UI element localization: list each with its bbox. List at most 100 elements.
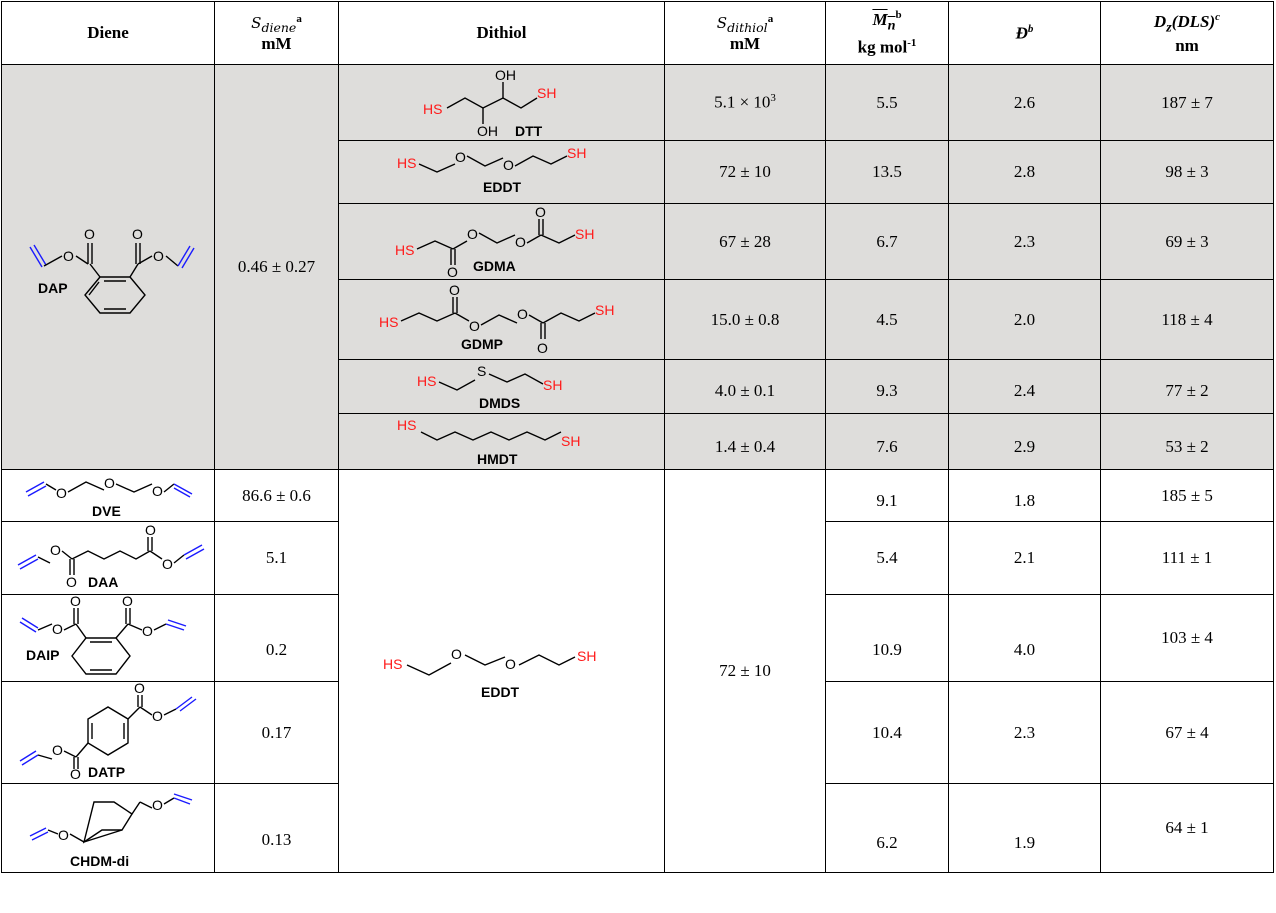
header-row: Diene Sdienea mM Dithiol Sdithiola mM Mn… — [1, 1, 1274, 65]
svg-text:DAIP: DAIP — [26, 647, 59, 663]
table-row: O O O O DATP 0.17 10.4 2.3 67 ± 4 — [1, 680, 1274, 784]
svg-text:O: O — [66, 574, 77, 590]
dmds-structure: HS S SH DMDS — [417, 363, 562, 411]
table-row: O O O O DAIP 0.2 10.9 4.0 103 ± 4 — [1, 593, 1274, 682]
s-dithiol-cell: 15.0 ± 0.8 — [664, 279, 826, 360]
svg-text:DMDS: DMDS — [479, 395, 520, 411]
dve-structure: O O O DVE — [25, 475, 193, 519]
svg-text:O: O — [517, 306, 528, 322]
svg-text:O: O — [152, 708, 163, 724]
svg-text:O: O — [70, 593, 81, 609]
dithiol-cell: HS O O SH EDDT — [338, 140, 665, 204]
svg-text:SH: SH — [575, 226, 594, 242]
eddt-structure: HS O O SH EDDT — [397, 145, 586, 195]
s-dithiol-cell: 5.1 × 103 — [664, 64, 826, 141]
s-diene-cell: 0.13 — [214, 783, 339, 873]
svg-text:O: O — [451, 646, 462, 662]
table-row: O O O O DAA 5.1 5.4 2.1 111 ± 1 — [1, 521, 1274, 595]
eddt-structure-large: HS O O SH EDDT — [383, 646, 596, 700]
svg-text:O: O — [162, 556, 173, 572]
svg-text:O: O — [52, 621, 63, 637]
dz-cell: 67 ± 4 — [1100, 681, 1274, 784]
svg-text:CHDM-di: CHDM-di — [70, 853, 129, 869]
s-dithiol-cell: 1.4 ± 0.4 — [664, 413, 826, 470]
svg-text:SH: SH — [595, 302, 614, 318]
dispersity-cell: 2.3 — [948, 203, 1101, 280]
mn-cell: 9.1 — [825, 469, 949, 522]
svg-text:O: O — [447, 264, 458, 280]
dtt-structure: HS OH OH SH DTT — [423, 67, 556, 139]
dithiol-cell: HS S SH DMDS — [338, 359, 665, 414]
dispersity-cell: 2.4 — [948, 359, 1101, 414]
diene-cell: O O O DVE — [1, 469, 215, 522]
svg-text:O: O — [455, 149, 466, 165]
svg-text:SH: SH — [577, 648, 596, 664]
svg-text:O: O — [145, 522, 156, 538]
svg-text:HS: HS — [395, 242, 414, 258]
svg-text:OH: OH — [495, 67, 516, 83]
dispersity-cell: 1.9 — [948, 783, 1101, 873]
dz-cell: 111 ± 1 — [1100, 521, 1274, 595]
dispersity-cell: 2.0 — [948, 279, 1101, 360]
svg-text:EDDT: EDDT — [481, 684, 520, 700]
mn-cell: 6.2 — [825, 783, 949, 873]
dispersity-cell: 2.8 — [948, 140, 1101, 204]
dz-cell: 98 ± 3 — [1100, 140, 1274, 204]
svg-text:DTT: DTT — [515, 123, 543, 139]
svg-text:SH: SH — [543, 377, 562, 393]
gdma-structure: HS O O O O SH GDMA — [395, 204, 594, 280]
mn-cell: 7.6 — [825, 413, 949, 470]
svg-text:SH: SH — [561, 433, 580, 449]
svg-text:DAA: DAA — [88, 574, 118, 590]
header-dithiol: Dithiol — [338, 1, 665, 65]
dz-cell: 185 ± 5 — [1100, 469, 1274, 522]
s-diene-cell: 0.46 ± 0.27 — [214, 64, 339, 470]
svg-text:DATP: DATP — [88, 764, 125, 780]
dispersity-cell: 2.1 — [948, 521, 1101, 595]
mn-cell: 13.5 — [825, 140, 949, 204]
s-diene-cell: 5.1 — [214, 521, 339, 595]
svg-text:O: O — [449, 282, 460, 298]
svg-text:O: O — [153, 248, 164, 264]
mn-cell: 10.9 — [825, 594, 949, 682]
s-dithiol-cell: 67 ± 28 — [664, 203, 826, 280]
s-diene-cell: 0.17 — [214, 681, 339, 784]
svg-text:GDMP: GDMP — [461, 336, 503, 352]
svg-text:O: O — [134, 680, 145, 696]
svg-text:O: O — [469, 318, 480, 334]
svg-text:HS: HS — [397, 155, 416, 171]
dispersity-cell: 4.0 — [948, 594, 1101, 682]
svg-text:O: O — [505, 656, 516, 672]
svg-text:HS: HS — [379, 314, 398, 330]
s-dithiol-cell: 4.0 ± 0.1 — [664, 359, 826, 414]
mn-cell: 5.5 — [825, 64, 949, 141]
dispersity-cell: 2.9 — [948, 413, 1101, 470]
gdmp-structure: HS O O O O SH GDMP — [379, 282, 614, 356]
diene-cell: O O O O DAA — [1, 521, 215, 595]
dithiol-cell: HS OH OH SH DTT — [338, 64, 665, 141]
svg-text:O: O — [63, 248, 74, 264]
header-s-dithiol: Sdithiola mM — [664, 1, 826, 65]
svg-text:O: O — [503, 157, 514, 173]
svg-text:O: O — [537, 340, 548, 356]
svg-text:HS: HS — [417, 373, 436, 389]
dispersity-cell: 2.6 — [948, 64, 1101, 141]
svg-text:O: O — [58, 827, 69, 843]
dithiol-cell-eddt: HS O O SH EDDT — [338, 469, 665, 873]
svg-text:HMDT: HMDT — [477, 451, 518, 467]
svg-text:EDDT: EDDT — [483, 179, 522, 195]
header-diene: Diene — [1, 1, 215, 65]
svg-text:DVE: DVE — [92, 503, 121, 519]
diene-cell: O O O O DAIP — [1, 593, 215, 682]
svg-text:HS: HS — [397, 417, 416, 433]
hmdt-structure: HS SH HMDT — [397, 417, 580, 467]
svg-text:O: O — [142, 623, 153, 639]
dz-cell: 118 ± 4 — [1100, 279, 1274, 360]
dithiol-cell: HS O O O O SH GDMP — [338, 279, 665, 360]
dithiol-cell: HS SH HMDT — [338, 413, 665, 470]
mn-cell: 4.5 — [825, 279, 949, 360]
mn-cell: 6.7 — [825, 203, 949, 280]
svg-text:GDMA: GDMA — [473, 258, 516, 274]
dispersity-cell: 1.8 — [948, 469, 1101, 522]
svg-text:O: O — [467, 226, 478, 242]
